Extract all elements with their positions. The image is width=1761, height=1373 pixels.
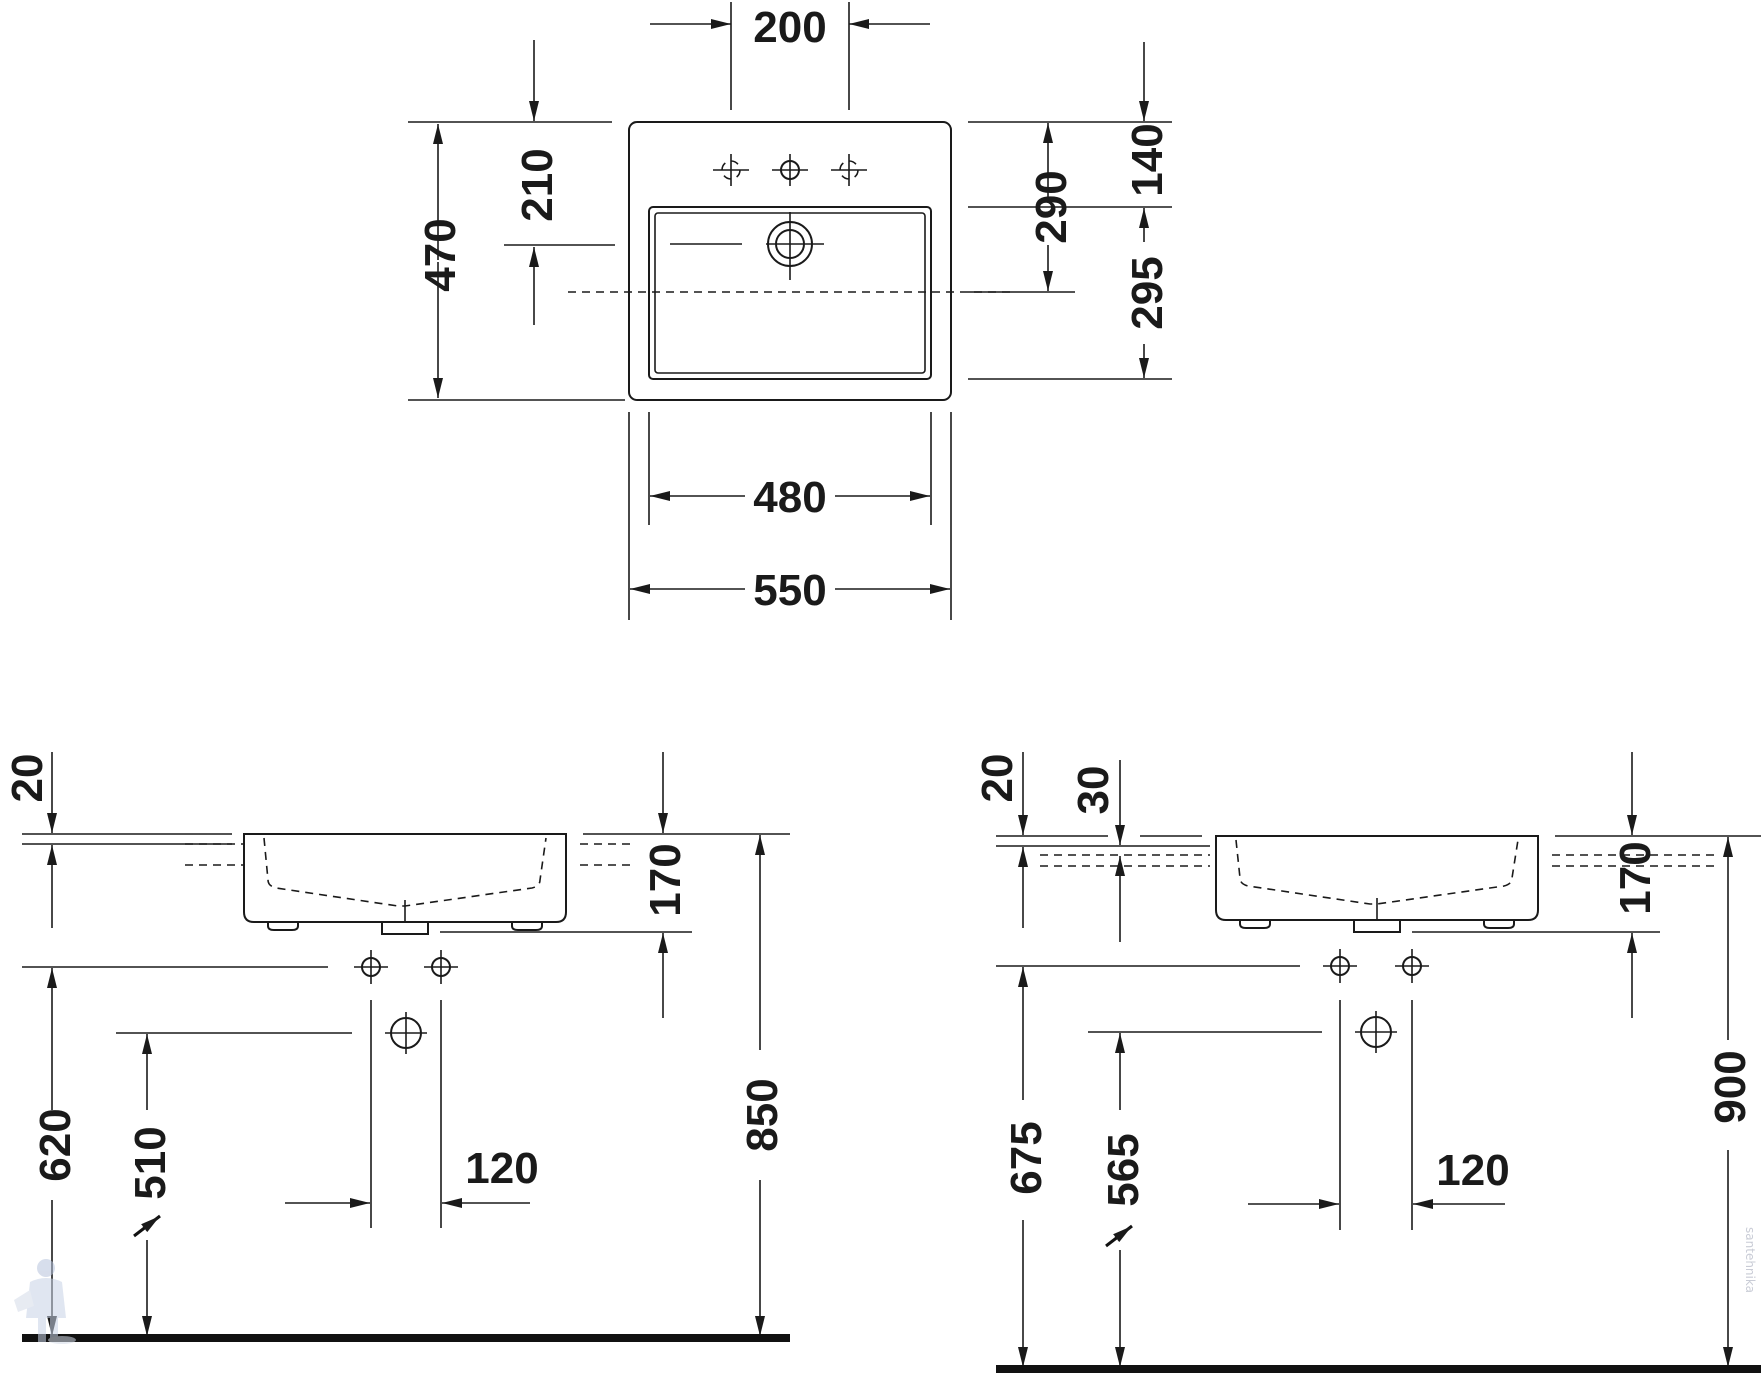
- dim-480: 480: [753, 473, 826, 522]
- water-hole-right-r: [1395, 949, 1429, 983]
- tap-hole-center: [772, 154, 808, 186]
- water-hole-left: [354, 950, 388, 984]
- pointer-arrow: [133, 1214, 161, 1238]
- water-hole-left-r: [1323, 949, 1357, 983]
- basin-outline: [628, 121, 952, 401]
- dim-290: 290: [1027, 170, 1076, 243]
- basin-profile: [243, 833, 567, 923]
- dim-295: 295: [1123, 256, 1172, 329]
- dim-675: 675: [1002, 1121, 1051, 1194]
- water-hole-right: [424, 950, 458, 984]
- dim-170-left: 170: [641, 843, 690, 916]
- side-view-left: 20 170 850 620 510 120: [3, 752, 790, 1342]
- bowl-outline: [648, 206, 932, 380]
- dim-20-right: 20: [973, 754, 1022, 803]
- plumber-logo: [14, 1259, 76, 1344]
- dim-20-left: 20: [3, 754, 52, 803]
- dim-550: 550: [753, 566, 826, 615]
- drain-outlet-r: [1355, 1011, 1397, 1053]
- dim-140: 140: [1123, 123, 1172, 196]
- dim-565: 565: [1099, 1133, 1148, 1206]
- dim-170-right: 170: [1611, 841, 1660, 914]
- dim-900: 900: [1706, 1050, 1755, 1123]
- tap-hole-right: [831, 154, 867, 186]
- dim-200: 200: [753, 3, 826, 52]
- dim-850: 850: [738, 1078, 787, 1151]
- dim-510: 510: [126, 1126, 175, 1199]
- watermark-text: santehnika: [1743, 1227, 1757, 1293]
- tap-hole-left: [713, 154, 749, 186]
- top-view: 200 470 210 290 140 295 480: [408, 2, 1172, 620]
- dim-30: 30: [1069, 766, 1118, 815]
- basin-profile-right: [1215, 835, 1539, 921]
- pointer-arrow-right: [1105, 1224, 1133, 1248]
- side-view-right: 20 30 170 900 675 565 120: [973, 752, 1761, 1373]
- dim-210: 210: [513, 148, 562, 221]
- dim-620: 620: [31, 1108, 80, 1181]
- drain-outlet: [385, 1012, 427, 1054]
- dim-120-left: 120: [465, 1144, 538, 1193]
- dim-470: 470: [416, 218, 465, 291]
- dim-120-right: 120: [1436, 1146, 1509, 1195]
- drain: [670, 212, 824, 280]
